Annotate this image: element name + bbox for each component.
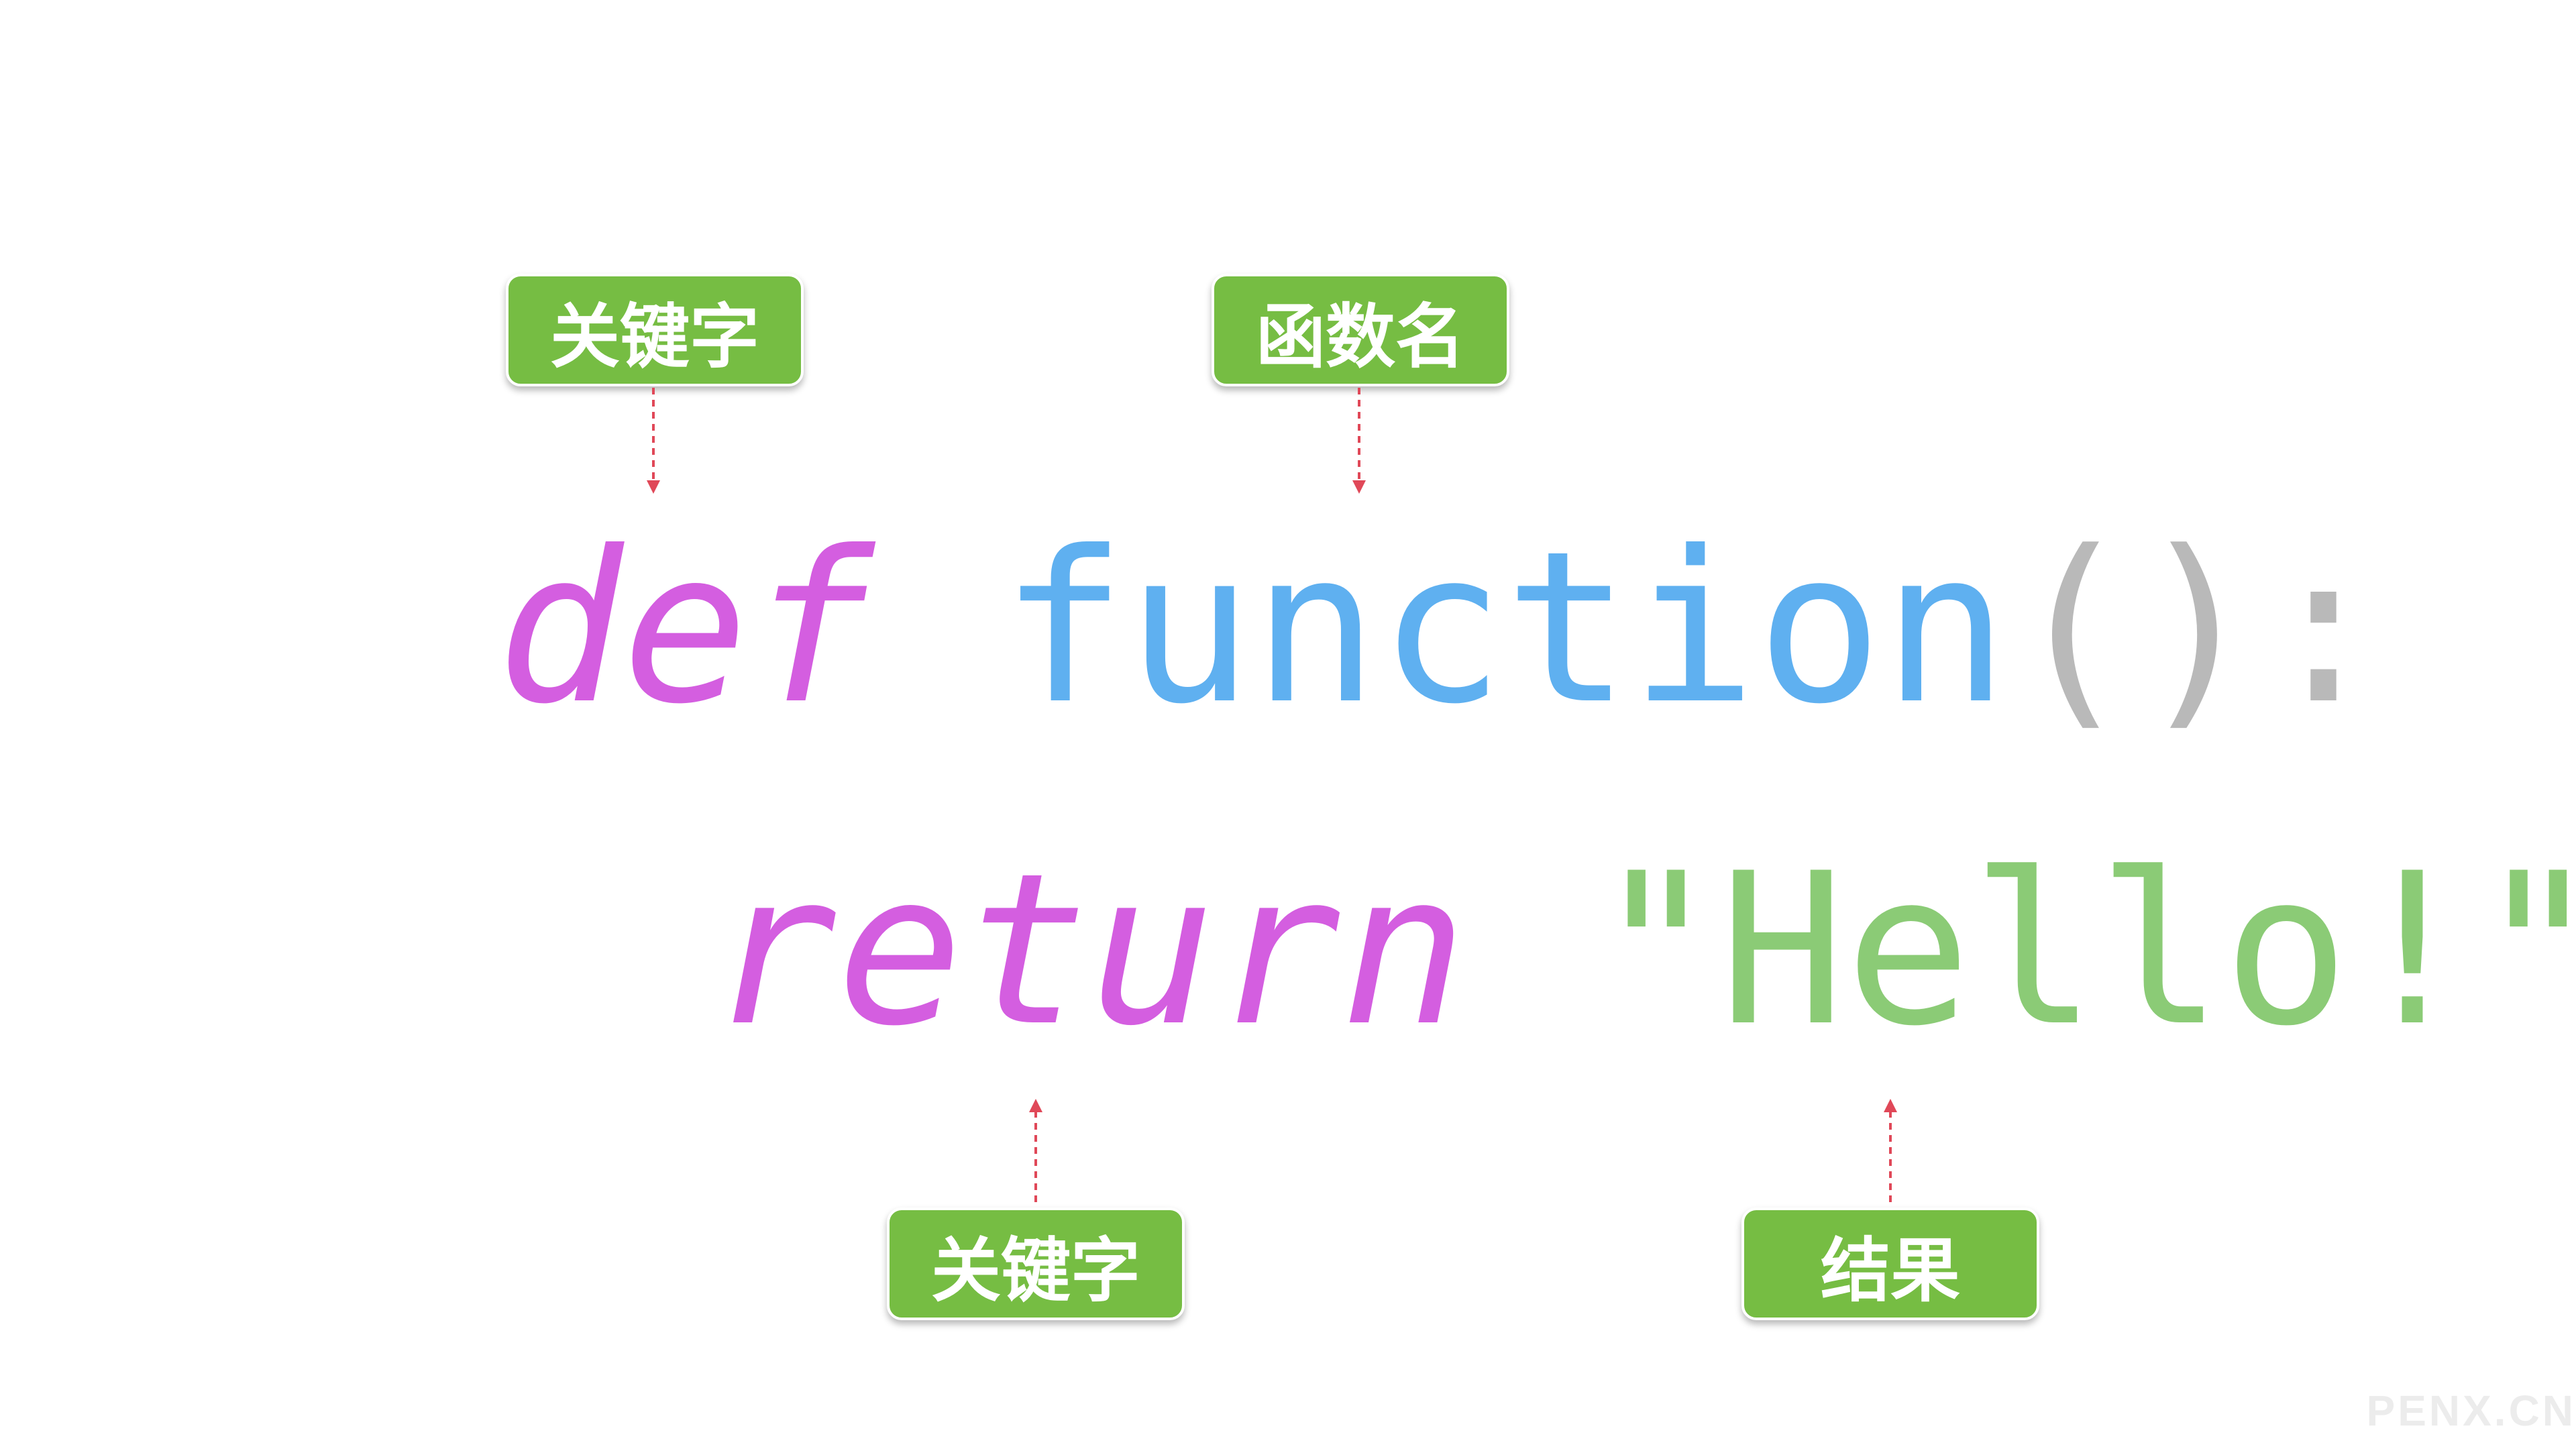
- parentheses: (): [2008, 506, 2261, 750]
- arrow-up-icon: [1884, 1099, 1897, 1208]
- keyword-label-top: 关键字: [506, 274, 804, 386]
- colon: :: [2260, 506, 2387, 750]
- watermark: PENX.CN: [2366, 1387, 2576, 1435]
- result-label: 结果: [1741, 1208, 2039, 1320]
- function-name: function: [1000, 506, 2009, 750]
- keyword-def: def: [496, 506, 875, 750]
- code-line-return: return "Hello!": [711, 845, 2576, 1055]
- arrow-down-icon: [1352, 388, 1366, 494]
- arrow-down-icon: [647, 388, 660, 494]
- function-name-label: 函数名: [1212, 274, 1509, 386]
- keyword-return: return: [711, 828, 1468, 1072]
- code-line-def: def function():: [496, 523, 2387, 733]
- code-space: [875, 506, 1001, 750]
- arrow-up-icon: [1029, 1099, 1042, 1208]
- code-space: [1467, 828, 1593, 1072]
- keyword-label-bottom: 关键字: [887, 1208, 1185, 1320]
- string-literal: "Hello!": [1593, 828, 2576, 1072]
